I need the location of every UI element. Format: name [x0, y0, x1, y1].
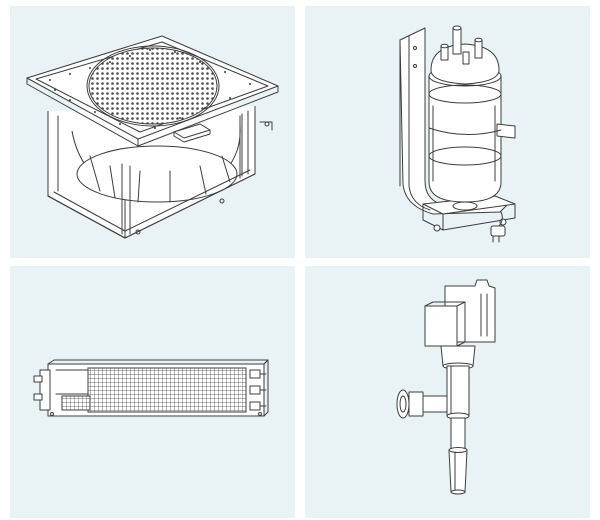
electrode-humidifier-cylinder-icon [399, 25, 516, 243]
electronic-expansion-valve-icon [396, 279, 496, 495]
ec-fan-module-icon [26, 35, 279, 239]
humidifier-panel [305, 6, 590, 258]
heater-panel [10, 266, 295, 518]
finned-electric-heater-icon [33, 359, 269, 417]
expansion-valve-panel [305, 266, 590, 518]
fan-module-panel [10, 6, 295, 258]
